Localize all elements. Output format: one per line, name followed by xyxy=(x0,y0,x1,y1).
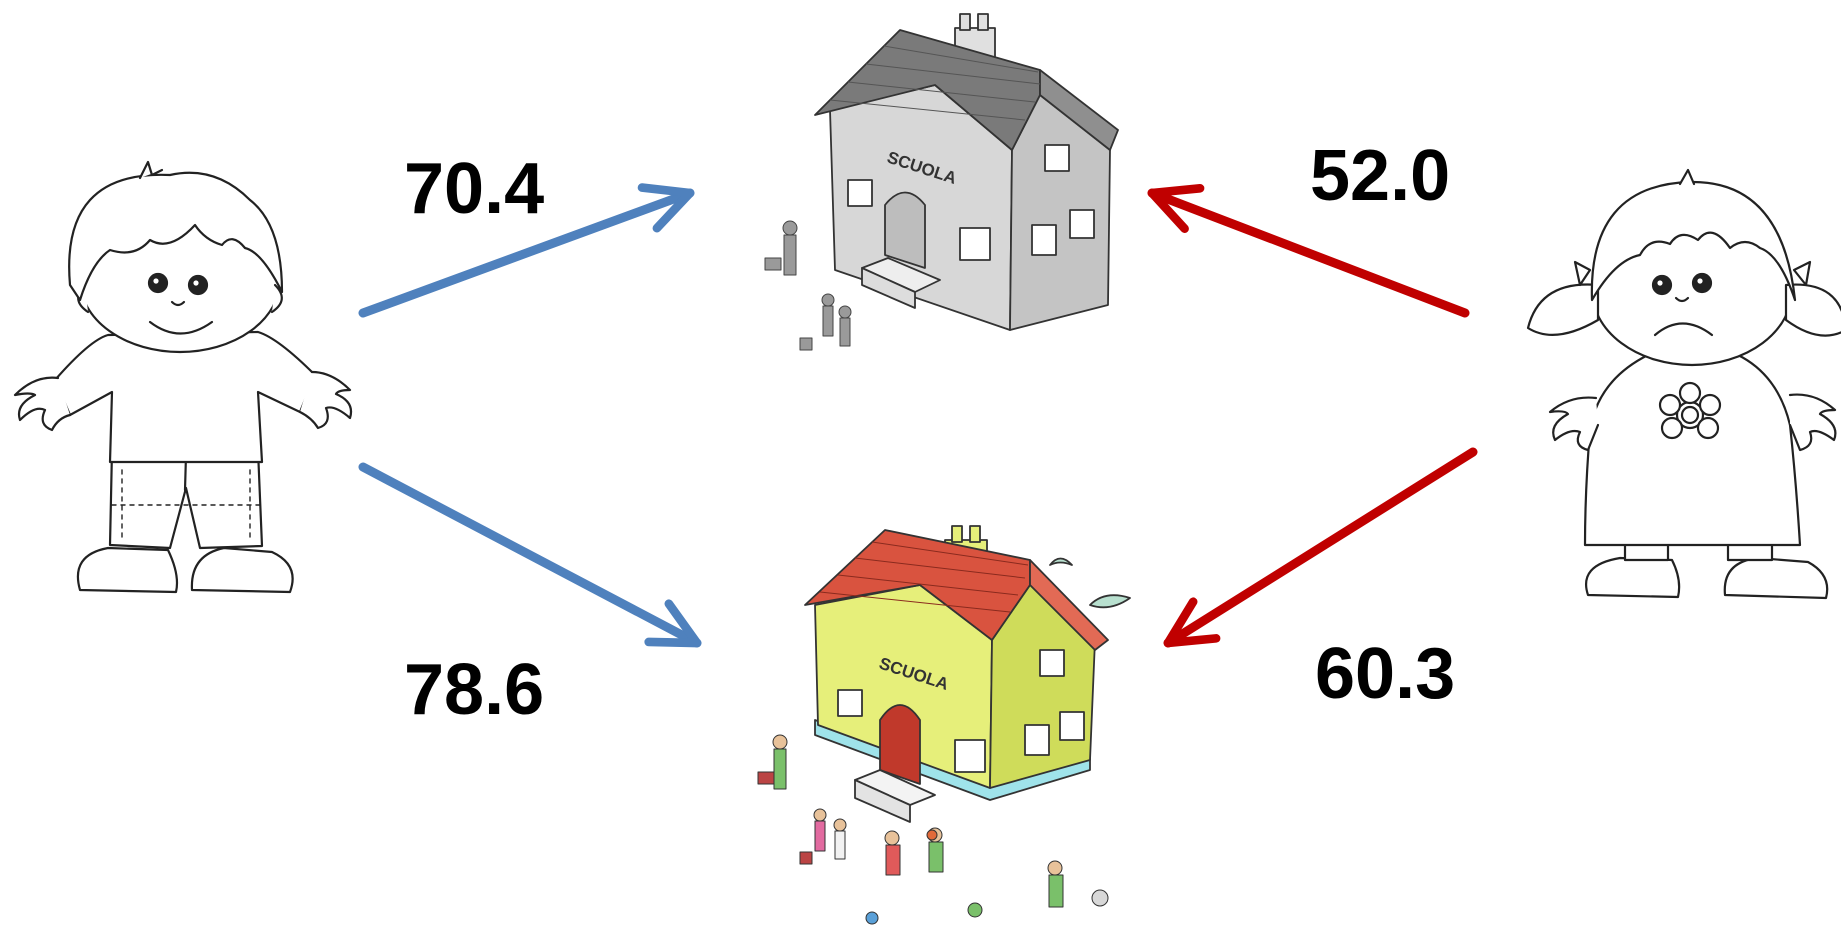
grey-school xyxy=(764,13,1119,351)
value-girl-colour-school: 60.3 xyxy=(1315,634,1455,714)
value-boy-colour-school: 78.6 xyxy=(404,650,544,730)
arrow-girl-to-grey-school xyxy=(1147,183,1470,318)
flower-icon xyxy=(1658,381,1722,440)
boy-figure xyxy=(13,160,353,594)
value-girl-grey-school: 52.0 xyxy=(1310,136,1450,216)
colour-school xyxy=(757,525,1131,925)
girl-figure xyxy=(1526,168,1841,600)
arrow-boy-to-colour-school xyxy=(358,462,702,648)
value-boy-grey-school: 70.4 xyxy=(404,149,544,229)
arrow-boy-to-grey-school xyxy=(358,183,695,318)
arrow-girl-to-colour-school xyxy=(1163,447,1478,648)
